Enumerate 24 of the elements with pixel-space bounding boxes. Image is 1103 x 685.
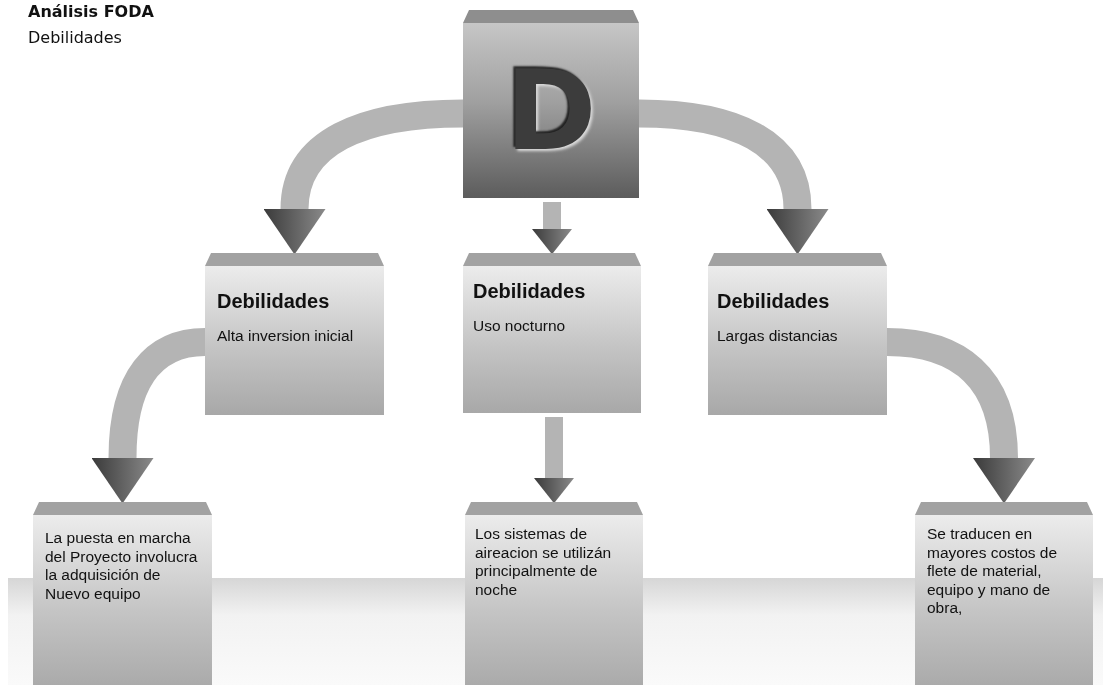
title: Análisis FODA	[28, 2, 154, 21]
card-heading: Debilidades	[717, 290, 831, 313]
note-text: Se traducen en mayores costos de flete de material, equipo y mano de obra,	[927, 525, 1059, 618]
card-text: Alta inversion inicial	[217, 327, 355, 346]
curved-arrow	[638, 99, 829, 255]
note-text: La puesta en marcha del Proyecto involucra la adquisición de Nuevo equipo	[45, 529, 199, 604]
card-heading: Debilidades	[473, 280, 587, 303]
curved-arrow	[534, 417, 574, 504]
cube-box	[205, 253, 384, 415]
cube-box	[463, 253, 641, 413]
subtitle: Debilidades	[28, 28, 122, 47]
letter-cube	[463, 10, 639, 198]
card-heading: Debilidades	[217, 290, 331, 313]
curved-arrow	[263, 99, 464, 255]
curved-arrow	[532, 202, 572, 255]
cube-box	[33, 502, 212, 685]
cube-box	[915, 502, 1093, 685]
curved-arrow	[886, 328, 1035, 504]
card-text: Largas distancias	[717, 327, 839, 346]
letter: D	[505, 55, 597, 166]
note-text: Los sistemas de aireacion se utilizán principalmente de noche	[475, 525, 613, 600]
cube-box	[465, 502, 643, 685]
card-text: Uso nocturno	[473, 317, 567, 336]
cube-box	[708, 253, 887, 415]
